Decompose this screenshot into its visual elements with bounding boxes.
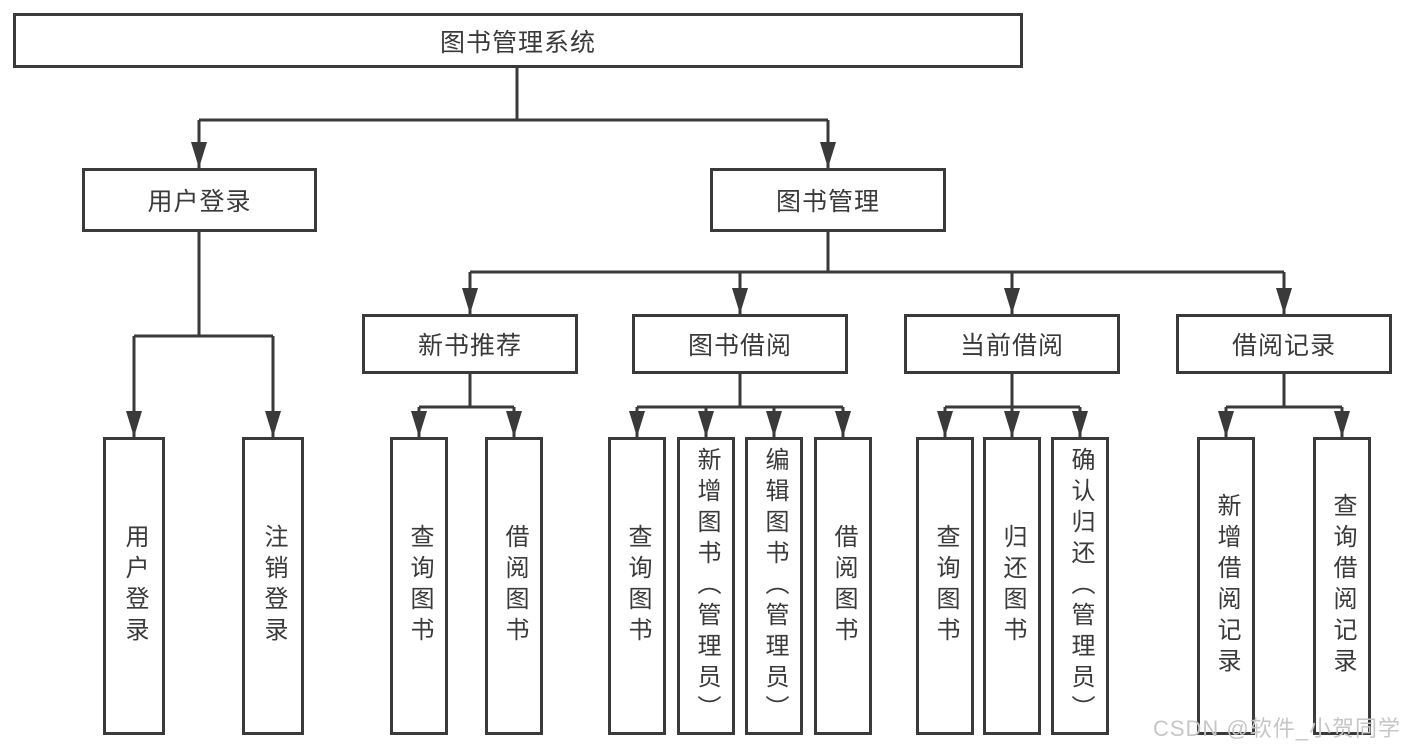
node-user-login-leaf: 用户登录 [103, 437, 165, 735]
node-add-borrow-record: 新增借阅记录 [1197, 437, 1255, 735]
node-label: 归还图书 [999, 524, 1026, 648]
node-label: 图书管理 [775, 188, 880, 216]
node-book-management: 图书管理 [710, 168, 946, 232]
node-logout-leaf: 注销登录 [242, 437, 304, 735]
node-new-book-recommendation: 新书推荐 [362, 314, 578, 374]
node-label: 当前借阅 [959, 332, 1064, 360]
node-label: 新增借阅记录 [1213, 493, 1240, 679]
node-label: 查询图书 [406, 524, 433, 648]
node-label: 查询图书 [624, 524, 651, 648]
node-label: 查询图书 [932, 524, 959, 648]
node-query-books-borrowing: 查询图书 [608, 437, 666, 735]
connector-trunk [134, 68, 1342, 409]
node-return-books: 归还图书 [983, 437, 1041, 735]
node-user-login: 用户登录 [82, 168, 317, 232]
node-confirm-return-admin: 确认归还（管理员） [1051, 437, 1109, 735]
node-label: 借阅图书 [830, 524, 857, 648]
node-label: 编辑图书（管理员） [761, 446, 788, 726]
node-current-borrowing: 当前借阅 [904, 314, 1120, 374]
node-label: 新增图书（管理员） [693, 446, 720, 726]
node-query-borrow-record: 查询借阅记录 [1313, 437, 1371, 735]
node-label: 新书推荐 [417, 332, 522, 360]
node-book-borrowing: 图书借阅 [632, 314, 848, 374]
node-label: 用户登录 [121, 524, 148, 648]
node-borrowing-records: 借阅记录 [1176, 314, 1392, 374]
node-label: 借阅图书 [501, 524, 528, 648]
node-label: 图书管理系统 [439, 28, 596, 57]
node-query-books-recommend: 查询图书 [390, 437, 448, 735]
node-label: 借阅记录 [1231, 332, 1336, 360]
node-label: 图书借阅 [687, 332, 792, 360]
node-add-books-admin: 新增图书（管理员） [677, 437, 735, 735]
node-label: 注销登录 [260, 524, 287, 648]
node-borrow-books-borrowing: 借阅图书 [814, 437, 872, 735]
node-edit-books-admin: 编辑图书（管理员） [745, 437, 803, 735]
node-label: 确认归还（管理员） [1067, 446, 1094, 726]
node-library-management-system: 图书管理系统 [13, 13, 1023, 68]
node-label: 查询借阅记录 [1329, 493, 1356, 679]
node-borrow-books-recommend: 借阅图书 [485, 437, 543, 735]
node-label: 用户登录 [147, 188, 252, 216]
node-query-books-current: 查询图书 [916, 437, 974, 735]
watermark-csdn: CSDN @软件_小贺同学 [1152, 716, 1401, 741]
